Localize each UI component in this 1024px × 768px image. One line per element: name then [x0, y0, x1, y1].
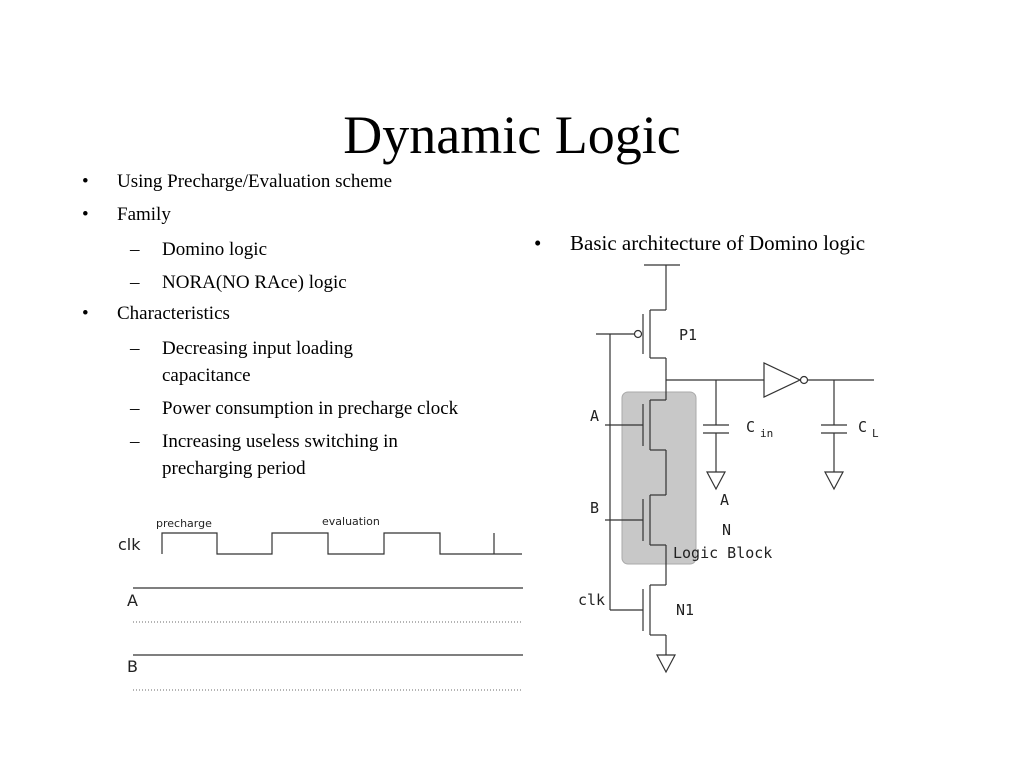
bullet-text: Family	[117, 204, 171, 225]
bullet-dash: –	[130, 398, 140, 419]
precharge-label: precharge	[156, 517, 212, 530]
input-a-label: A	[590, 407, 599, 425]
sub-bullet-item: – Decreasing input loading capacitance	[78, 335, 422, 389]
bullet-text: Using Precharge/Evaluation scheme	[117, 171, 393, 192]
ground-symbol-cin	[706, 471, 726, 491]
bullet-item: • Characteristics	[78, 302, 498, 326]
bullet-dot: •	[82, 303, 89, 324]
logic-block-box	[621, 391, 697, 565]
sub-bullet-item: – Domino logic	[78, 236, 498, 263]
logic-block-label: Logic Block	[673, 544, 772, 562]
bullet-dash: –	[130, 431, 140, 452]
evaluation-label: evaluation	[322, 515, 380, 528]
sub-bullet-item: – Power consumption in precharge clock	[78, 395, 462, 422]
bullet-dot: •	[82, 171, 89, 192]
and-a-label: A	[720, 491, 729, 509]
n1-label: N1	[676, 601, 694, 619]
sub-bullet-item: – NORA(NO RAce) logic	[78, 269, 498, 296]
clk-waveform	[161, 532, 522, 555]
timing-b-label: B	[127, 657, 138, 676]
inverter-symbol	[763, 362, 802, 398]
sub-bullet-text: Decreasing input loading capacitance	[162, 338, 354, 386]
and-n-label: N	[722, 521, 731, 539]
p1-gate-bubble	[633, 329, 643, 339]
sub-bullet-text: Power consumption in precharge clock	[162, 398, 459, 419]
sub-bullet-text: NORA(NO RAce) logic	[162, 272, 347, 293]
sub-bullet-item: – Increasing useless switching in prechar…	[78, 428, 462, 482]
right-bullet-text: Basic architecture of Domino logic	[570, 231, 866, 255]
sub-bullet-text: Increasing useless switching in precharg…	[162, 431, 398, 479]
bullet-dash: –	[130, 272, 140, 293]
right-bullet: • Basic architecture of Domino logic	[534, 228, 865, 258]
bullet-text: Characteristics	[117, 303, 230, 324]
timing-clk-label: clk	[118, 535, 141, 554]
bullet-dot: •	[82, 204, 89, 225]
sub-bullet-text: Domino logic	[162, 239, 268, 260]
slide-title: Dynamic Logic	[343, 105, 681, 165]
bullet-dash: –	[130, 239, 140, 260]
timing-a-label: A	[127, 591, 138, 610]
clk-label: clk	[578, 591, 605, 609]
bullet-dash: –	[130, 338, 140, 359]
bullet-item: • Using Precharge/Evaluation scheme	[78, 170, 498, 194]
ground-symbol-cl	[824, 471, 844, 491]
input-b-label: B	[590, 499, 599, 517]
bullet-dot: •	[534, 231, 542, 255]
p1-label: P1	[679, 326, 697, 344]
ground-symbol-n1	[656, 654, 676, 674]
bullet-item: • Family	[78, 203, 498, 227]
bullet-list: • Using Precharge/Evaluation scheme • Fami…	[78, 170, 498, 488]
inverter-bubble	[799, 375, 809, 385]
